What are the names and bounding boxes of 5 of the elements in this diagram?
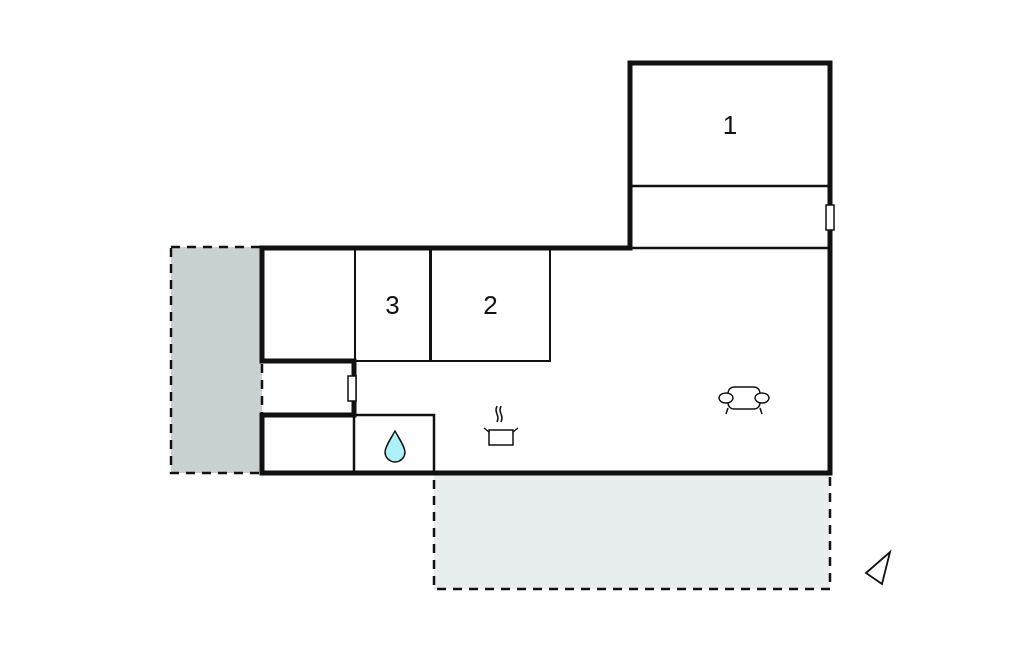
room [354, 248, 431, 362]
room-number: 3 [385, 289, 400, 321]
room [430, 248, 551, 362]
room-number: 2 [483, 289, 498, 321]
room-number: 1 [722, 109, 738, 141]
